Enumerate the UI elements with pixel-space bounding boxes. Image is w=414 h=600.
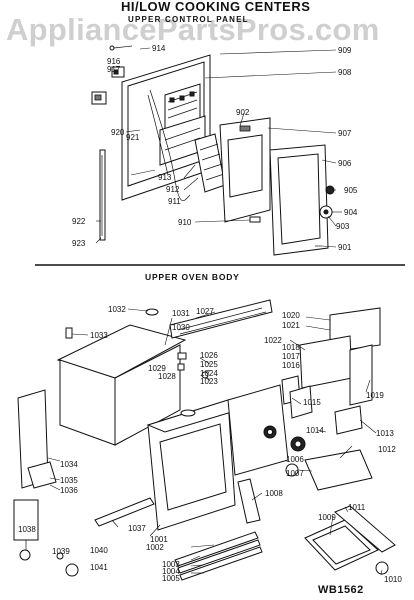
callout-1027: 1027 bbox=[196, 307, 214, 316]
callout-1021: 1021 bbox=[282, 321, 300, 330]
oven-rack bbox=[304, 449, 373, 491]
callout-1040: 1040 bbox=[90, 546, 108, 555]
knob-905 bbox=[325, 185, 335, 195]
wire-harness bbox=[149, 89, 191, 201]
trim-1011 bbox=[334, 505, 396, 553]
upper-control-panel-drawing bbox=[91, 45, 342, 256]
callout-1005: 1005 bbox=[162, 574, 180, 583]
callout-920: 920 bbox=[111, 128, 125, 137]
trim-strip-922 bbox=[99, 149, 106, 241]
callout-911: 911 bbox=[168, 197, 181, 206]
callout-1016: 1016 bbox=[282, 361, 300, 370]
section-title-lower: UPPER OVEN BODY bbox=[145, 272, 240, 282]
callout-1009: 1009 bbox=[318, 513, 336, 522]
callout-904: 904 bbox=[344, 208, 358, 217]
callout-1022: 1022 bbox=[264, 336, 282, 345]
glass-frame-inner bbox=[277, 153, 321, 245]
callout-1013: 1013 bbox=[376, 429, 394, 438]
callout-1003: 1003 bbox=[162, 560, 180, 569]
callout-1008: 1008 bbox=[265, 489, 283, 498]
callout-916: 916 bbox=[107, 57, 121, 66]
callout-1033: 1033 bbox=[90, 331, 108, 340]
oven-box-side bbox=[227, 384, 289, 476]
callout-902: 902 bbox=[236, 108, 250, 117]
trim-1008 bbox=[237, 478, 261, 524]
section-subtitle-upper: UPPER CONTROL PANEL bbox=[128, 15, 249, 24]
bracket-1016 bbox=[289, 385, 313, 419]
callout-921: 921 bbox=[126, 133, 140, 142]
callout-1002: 1002 bbox=[146, 543, 164, 552]
mounting-strip bbox=[27, 461, 57, 489]
callout-1026: 1026 bbox=[200, 351, 218, 360]
trim-1005 bbox=[179, 546, 263, 581]
callout-923: 923 bbox=[72, 239, 86, 248]
watermark: AppliancePartsPros.com bbox=[6, 12, 380, 47]
trim-1004 bbox=[177, 539, 261, 574]
callout-1014: 1014 bbox=[306, 426, 324, 435]
callout-1007: 1007 bbox=[286, 469, 304, 478]
callout-908: 908 bbox=[338, 68, 352, 77]
part-1026 bbox=[177, 352, 187, 360]
callout-914: 914 bbox=[152, 44, 166, 53]
callout-1030: 1030 bbox=[172, 323, 190, 332]
drawing-code: WB1562 bbox=[318, 584, 364, 596]
diagram-title: HI/LOW COOKING CENTERS bbox=[121, 0, 311, 14]
callout-1019: 1019 bbox=[366, 391, 384, 400]
part-1028 bbox=[177, 363, 185, 371]
callout-1037: 1037 bbox=[128, 524, 146, 533]
callout-1006: 1006 bbox=[286, 455, 304, 464]
callout-906: 906 bbox=[338, 159, 352, 168]
callout-909: 909 bbox=[338, 46, 352, 55]
callout-1035: 1035 bbox=[60, 476, 78, 485]
callout-903: 903 bbox=[336, 222, 350, 231]
callout-1011: 1011 bbox=[348, 503, 366, 512]
callout-913: 913 bbox=[158, 173, 172, 182]
callout-1031: 1031 bbox=[172, 309, 190, 318]
callout-905: 905 bbox=[344, 186, 358, 195]
callout-912: 912 bbox=[166, 185, 180, 194]
callout-901: 901 bbox=[338, 243, 352, 252]
callout-1025: 1025 bbox=[200, 360, 218, 369]
callout-1032: 1032 bbox=[108, 305, 126, 314]
callout-1023: 1023 bbox=[200, 377, 218, 386]
callout-910: 910 bbox=[178, 218, 192, 227]
igniter-assembly bbox=[13, 499, 39, 541]
housing-front bbox=[114, 344, 181, 446]
upper-oven-body-drawing bbox=[13, 299, 396, 581]
callout-1036: 1036 bbox=[60, 486, 78, 495]
callout-907: 907 bbox=[338, 129, 352, 138]
callout-1041: 1041 bbox=[90, 563, 108, 572]
callout-1012: 1012 bbox=[378, 445, 396, 454]
callout-1039: 1039 bbox=[52, 547, 70, 556]
tube-1037 bbox=[94, 497, 155, 527]
clip-910 bbox=[249, 216, 261, 223]
callout-1015: 1015 bbox=[303, 398, 321, 407]
callout-1028: 1028 bbox=[158, 372, 176, 381]
callout-1020: 1020 bbox=[282, 311, 300, 320]
callout-1038: 1038 bbox=[18, 525, 36, 534]
callout-1018: 1018 bbox=[282, 343, 300, 352]
bracket-1022 bbox=[299, 335, 353, 389]
part-1031 bbox=[65, 327, 73, 339]
callout-1017: 1017 bbox=[282, 352, 300, 361]
clip-1032 bbox=[145, 308, 159, 316]
bracket-1013 bbox=[334, 405, 363, 435]
callout-1034: 1034 bbox=[60, 460, 78, 469]
callout-1004: 1004 bbox=[162, 567, 180, 576]
callout-1029: 1029 bbox=[148, 364, 166, 373]
callout-922: 922 bbox=[72, 217, 86, 226]
callout-1001: 1001 bbox=[150, 535, 168, 544]
callout-1010: 1010 bbox=[384, 575, 402, 584]
part-1010 bbox=[375, 561, 389, 575]
oven-box-opening bbox=[159, 423, 227, 511]
trim-1003 bbox=[174, 531, 259, 567]
display-window bbox=[227, 134, 263, 198]
callout-917: 917 bbox=[107, 65, 121, 74]
callout-1024: 1024 bbox=[200, 369, 218, 378]
